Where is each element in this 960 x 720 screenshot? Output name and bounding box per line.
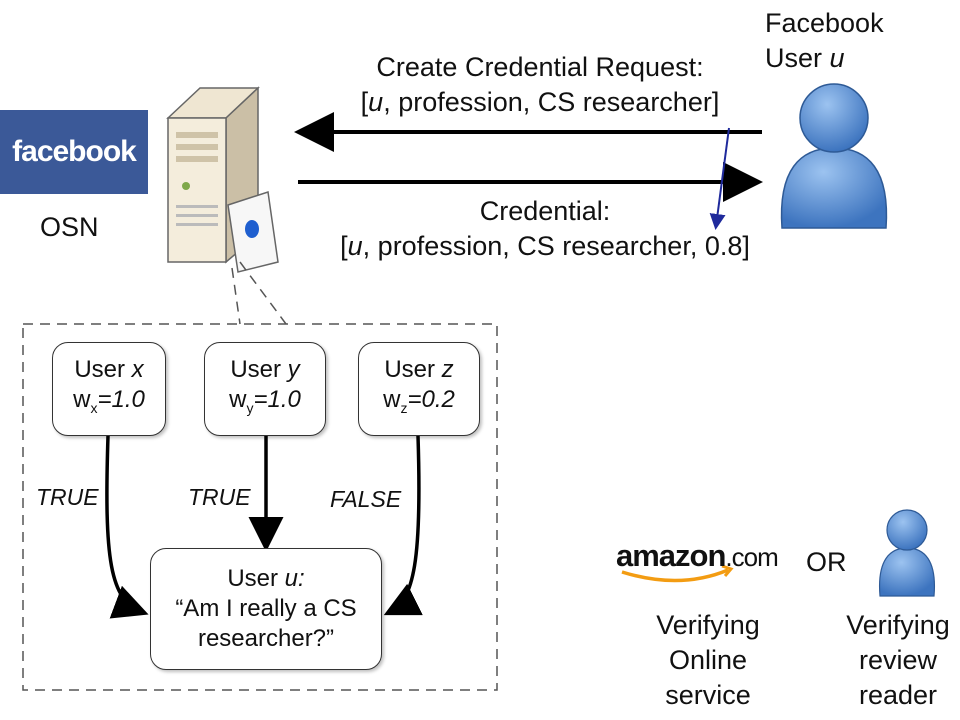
voter-y-var: y (287, 356, 300, 384)
credential-fields: , profession, CS researcher, 0.8] (362, 231, 750, 261)
voter-x-w: w (73, 386, 91, 414)
target-var: u: (284, 565, 305, 592)
voter-x-weight: wx=1.0 (53, 385, 165, 423)
target-question-line1: “Am I really a CS (175, 595, 357, 622)
target-prefix: User (227, 565, 285, 592)
voter-z-sub: z (400, 399, 408, 416)
facebook-user-prefix: User (765, 43, 830, 73)
edge-label-z: FALSE (330, 486, 402, 512)
amazon-logo-main: amazon (616, 538, 726, 573)
voter-y-prefix: User (230, 356, 288, 384)
voter-box-z: User z wz=0.2 (358, 342, 480, 436)
edge-label-y: TRUE (188, 484, 251, 510)
credential-user-var: u (347, 231, 363, 261)
target-user-box: User u: “Am I really a CS researcher?” (150, 548, 382, 670)
target-title: User u: (151, 564, 381, 594)
verifying-service-line3: service (665, 680, 751, 710)
amazon-logo: amazon.com (616, 538, 794, 590)
reader-person-icon (878, 509, 936, 597)
vote-arrow-z (383, 435, 423, 616)
verifying-service-line1: Verifying (656, 610, 760, 640)
facebook-user-line1: Facebook (765, 8, 884, 38)
voter-z-var: z (441, 356, 454, 384)
amazon-logo-tld: .com (725, 542, 778, 572)
voter-y-weight: wy=1.0 (205, 385, 325, 423)
voter-z-w: w (383, 386, 401, 414)
user-u-person-icon (780, 83, 888, 229)
credential-card-icon (227, 191, 279, 273)
request-label: Create Credential Request: [u, professio… (330, 50, 750, 120)
verifying-reader-label: Verifying review reader (838, 608, 958, 713)
facebook-user-var: u (829, 43, 845, 73)
osn-label: OSN (40, 212, 99, 242)
request-line1: Create Credential Request: (376, 52, 704, 82)
credential-line1: Credential: (479, 196, 611, 226)
voter-y-sub: y (246, 399, 254, 416)
voter-x-var: x (131, 356, 144, 384)
voter-z-weight: wz=0.2 (359, 385, 479, 423)
voter-x-sub: x (90, 399, 98, 416)
verifying-reader-line1: Verifying (846, 610, 950, 640)
amazon-smile-icon (621, 568, 729, 583)
request-fields: , profession, CS researcher] (383, 87, 720, 117)
amazon-smile-arrow-icon (721, 564, 734, 577)
facebook-logo: facebook (0, 110, 148, 194)
verifying-reader-line3: reader (858, 680, 938, 710)
credential-label: Credential: [u, profession, CS researche… (320, 194, 770, 264)
osn-detail-box (22, 323, 498, 691)
voter-x-prefix: User (74, 356, 132, 384)
voter-x-value: =1.0 (97, 386, 145, 414)
voter-y-w: w (229, 386, 247, 414)
verifying-service-label: Verifying Online service (640, 608, 776, 713)
voter-box-x: User x wx=1.0 (52, 342, 166, 436)
zoom-line-right (239, 261, 287, 325)
zoom-line-left (231, 267, 241, 325)
credential-line2: [u, profession, CS researcher, 0.8] (320, 229, 770, 264)
voter-z-title: User z (359, 355, 479, 385)
voter-z-value: =0.2 (407, 386, 455, 414)
voter-x-title: User x (53, 355, 165, 385)
target-question-line2: researcher?” (197, 625, 335, 652)
request-user-var: u (368, 87, 384, 117)
request-line2: [u, profession, CS researcher] (330, 85, 750, 120)
voter-y-title: User y (205, 355, 325, 385)
verifying-reader-line2: review (858, 645, 938, 675)
or-label: OR (806, 547, 847, 577)
edge-label-x: TRUE (36, 484, 99, 510)
credential-bracket: [ (340, 231, 348, 261)
voter-z-prefix: User (384, 356, 442, 384)
vote-arrow-x (105, 435, 149, 619)
voter-y-value: =1.0 (253, 386, 301, 414)
voter-box-y: User y wy=1.0 (204, 342, 326, 436)
facebook-user-line2: User u (765, 41, 955, 76)
request-bracket: [ (360, 87, 369, 117)
facebook-user-label: Facebook User u (765, 6, 955, 76)
verifying-service-line2: Online (668, 645, 748, 675)
annotation-arrow (709, 127, 730, 230)
